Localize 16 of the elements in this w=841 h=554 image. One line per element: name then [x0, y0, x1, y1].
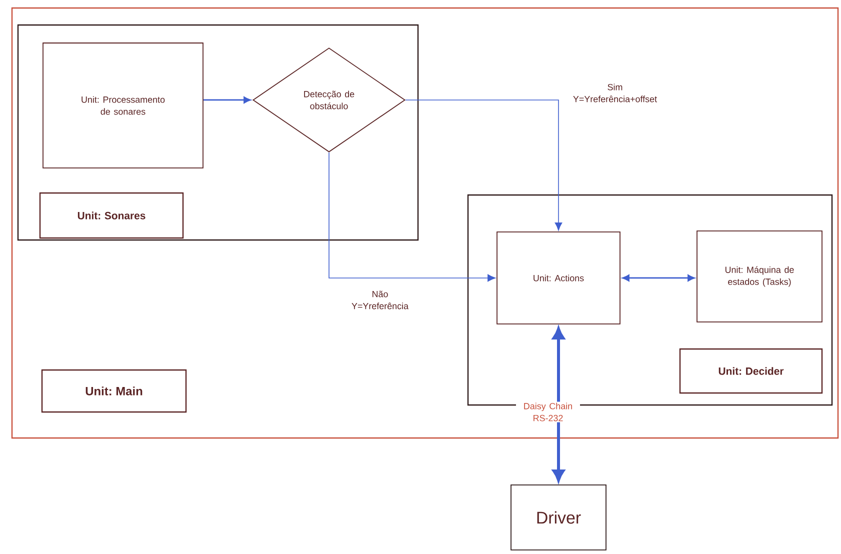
unit-frame — [11, 7, 839, 439]
unit-label-box: Unit: Sonares — [39, 192, 184, 239]
unit-label-box: Unit: Main — [41, 369, 187, 413]
process-box: Unit: Processamento de sonares — [42, 42, 204, 168]
process-box: Unit: Actions — [496, 232, 620, 324]
process-box: Unit: Máquina de estados (Tasks) — [696, 230, 822, 322]
driver-box: Driver — [510, 484, 606, 550]
edge-label: Sim Y=Yreferência+offset — [564, 82, 666, 104]
edge-label: Daisy Chain RS-232 — [516, 402, 580, 422]
unit-label-box: Unit: Decider — [679, 348, 823, 394]
unit-frame — [17, 24, 419, 241]
arrow — [622, 274, 695, 282]
arrow — [405, 100, 562, 231]
arrow — [203, 96, 251, 104]
arrow — [328, 152, 496, 282]
edge-label: Não Y=Yreferência — [344, 290, 416, 310]
